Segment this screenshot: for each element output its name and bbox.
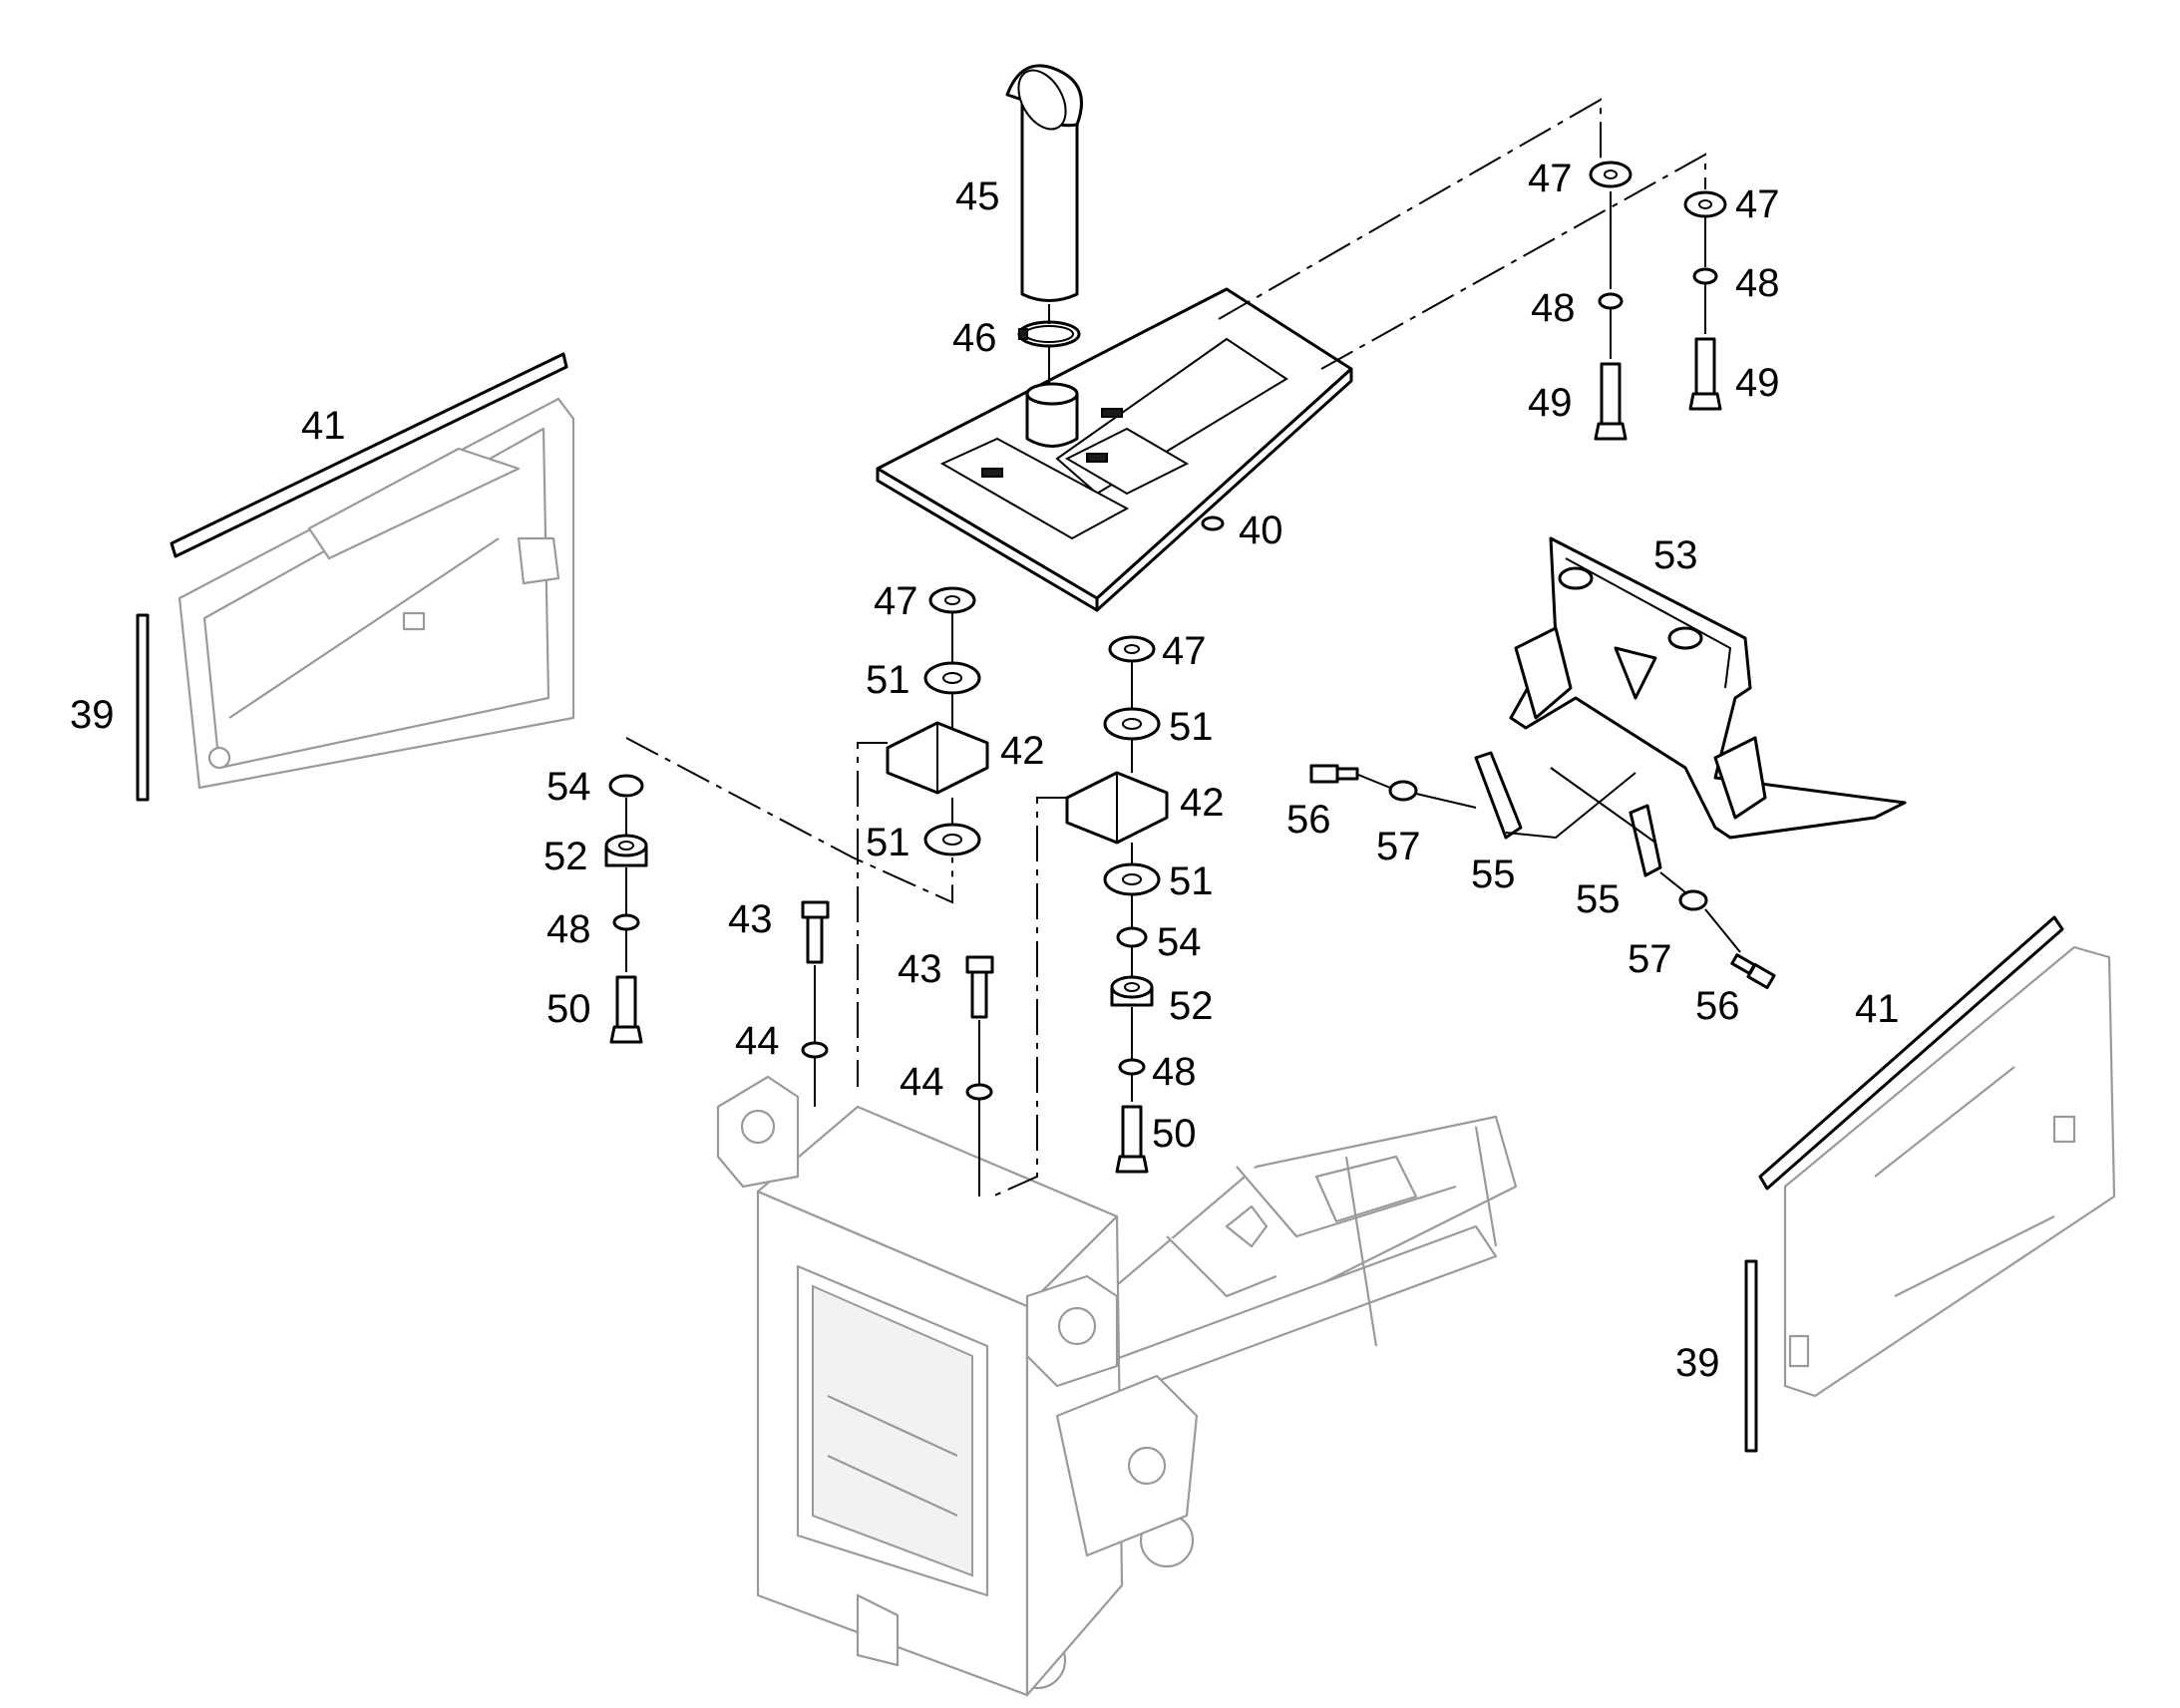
- washer-51-b: [923, 823, 981, 856]
- left-side-panel: [178, 397, 575, 790]
- screw-56-b: [1730, 953, 1776, 990]
- callout-50-a: 50: [546, 987, 591, 1031]
- callout-43-a: 43: [728, 897, 773, 941]
- callout-51-d: 51: [1169, 859, 1214, 903]
- callout-57-b: 57: [1628, 937, 1672, 981]
- callout-57-a: 57: [1376, 825, 1421, 868]
- washer-44-b: [965, 1083, 993, 1101]
- screw-56-a: [1309, 764, 1359, 784]
- callout-47-d: 47: [1162, 629, 1207, 673]
- callout-42-a: 42: [1000, 729, 1045, 773]
- bushing-52-a: [604, 834, 648, 867]
- bolt-43-a: [801, 900, 830, 964]
- washer-47-a: [1589, 161, 1633, 188]
- strap-55-b: [1629, 804, 1662, 877]
- bushing-52-b: [1110, 975, 1154, 1007]
- seal-strip-39-right: [1744, 1259, 1758, 1453]
- mount-bracket-53: [1509, 536, 1907, 840]
- callout-40: 40: [1239, 509, 1283, 552]
- washer-51-d: [1103, 862, 1161, 896]
- bracket-42-a: [886, 721, 989, 795]
- callout-55-b: 55: [1576, 877, 1621, 921]
- assembly-leader-lines: [625, 98, 1741, 1197]
- callout-54-b: 54: [1157, 920, 1202, 964]
- callout-55-a: 55: [1471, 853, 1516, 896]
- seal-strip-41-right: [1758, 915, 2064, 1191]
- washer-47-c: [928, 586, 976, 614]
- callout-48-d: 48: [1152, 1050, 1197, 1094]
- callout-46: 46: [952, 316, 997, 360]
- washer-47-d: [1108, 635, 1156, 663]
- callout-41-right: 41: [1855, 987, 1900, 1031]
- bracket-42-b: [1065, 771, 1169, 845]
- seal-strip-41-left: [170, 352, 568, 558]
- pipe-clamp-46: [1017, 320, 1081, 348]
- callout-44-a: 44: [735, 1019, 780, 1063]
- washer-54-b: [1116, 926, 1148, 948]
- callout-41-left: 41: [301, 404, 346, 448]
- callout-48-a: 48: [1531, 286, 1576, 330]
- callout-49-a: 49: [1528, 381, 1573, 425]
- callout-44-b: 44: [900, 1060, 944, 1104]
- callout-53: 53: [1653, 533, 1698, 577]
- washer-51-c: [1103, 707, 1161, 741]
- bolt-43-b: [965, 955, 994, 1019]
- top-cover-plate: [876, 287, 1353, 612]
- callout-45: 45: [955, 174, 1000, 218]
- callout-39-left: 39: [70, 693, 115, 737]
- callout-48-b: 48: [1735, 261, 1780, 305]
- lock-washer-48-c: [612, 913, 640, 931]
- main-frame-assembly: [716, 1075, 1518, 1697]
- callout-51-c: 51: [1169, 705, 1214, 749]
- callout-47-b: 47: [1735, 182, 1780, 226]
- seal-strip-39-left: [136, 613, 150, 802]
- callout-51-a: 51: [866, 658, 910, 702]
- bolt-49-b: [1688, 337, 1722, 411]
- washer-57-b: [1678, 889, 1708, 911]
- callout-labels: 39 39 40 41 41 42 42 43 43 44 44 45 46 4…: [70, 157, 1900, 1385]
- callout-54-a: 54: [546, 765, 591, 809]
- callout-56-b: 56: [1695, 984, 1740, 1028]
- lock-washer-48-d: [1118, 1058, 1146, 1076]
- callout-43-b: 43: [898, 947, 942, 991]
- callout-50-b: 50: [1152, 1112, 1197, 1156]
- callout-52-a: 52: [544, 835, 588, 878]
- strap-55-a: [1474, 751, 1523, 840]
- callout-47-c: 47: [874, 579, 918, 623]
- callout-49-b: 49: [1735, 361, 1780, 405]
- washer-44-a: [801, 1041, 829, 1059]
- washer-51-a: [923, 661, 981, 695]
- callout-52-b: 52: [1169, 984, 1214, 1028]
- bolt-50-a: [609, 975, 643, 1044]
- callout-56-a: 56: [1286, 798, 1331, 842]
- callout-42-b: 42: [1180, 781, 1225, 825]
- callout-48-c: 48: [546, 907, 591, 951]
- washer-57-a: [1388, 780, 1418, 802]
- exhaust-stack-45: [1005, 64, 1083, 302]
- bolt-49-a: [1594, 362, 1628, 441]
- exhaust-collar: [1025, 382, 1079, 448]
- callout-51-b: 51: [866, 821, 910, 864]
- bolt-50-b: [1115, 1105, 1149, 1174]
- washer-54-a: [608, 774, 644, 798]
- washer-47-b: [1683, 190, 1727, 218]
- right-side-panel: [1783, 945, 2116, 1398]
- callout-39-right: 39: [1675, 1341, 1720, 1385]
- callout-47-a: 47: [1528, 157, 1573, 200]
- lock-washer-48-a: [1598, 292, 1624, 310]
- lock-washer-48-b: [1692, 267, 1718, 285]
